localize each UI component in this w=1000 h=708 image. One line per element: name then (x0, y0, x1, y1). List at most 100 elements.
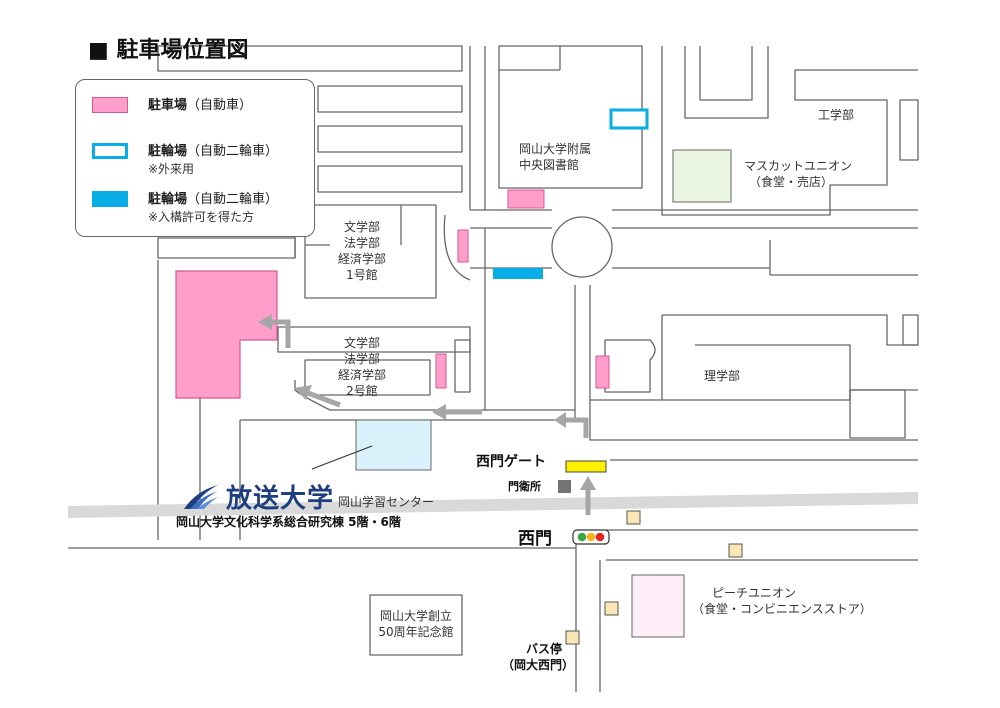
legend-swatch-parking (92, 97, 128, 113)
traffic-light-icon (572, 529, 610, 545)
car-parking-science (595, 355, 610, 389)
guard-house (558, 480, 571, 493)
legend-sub: （自動車） (187, 98, 253, 113)
label-library-line2: 中央図書館 (519, 158, 580, 172)
label-muscat-line2: （食堂・売店） (749, 175, 834, 189)
label-bus-stop-line2: （岡大西門） (502, 658, 575, 672)
hoso-wing-logo-icon (184, 484, 218, 509)
legend-name: 駐車場 (148, 98, 188, 113)
route-arrow-turn (565, 417, 589, 438)
route-arrow-heads (258, 314, 596, 490)
label-peach-line1: ピーチユニオン (712, 586, 797, 600)
road-center-vertical (484, 228, 591, 420)
label-library-line1: 岡山大学附属 (519, 142, 592, 156)
road-perimeter-top (68, 529, 918, 549)
bus-stop-marker-d (565, 630, 580, 645)
legend-item-car-parking: 駐車場（自動車） (92, 97, 252, 115)
legend-note: ※入構許可を得た方 (148, 210, 255, 224)
west-gate-bar (565, 460, 607, 473)
road-south (575, 530, 601, 692)
legend-note: ※外来用 (148, 162, 195, 176)
road-block-a (157, 45, 463, 72)
road-block-c (317, 125, 463, 153)
building-science-c (902, 314, 919, 346)
hoso-pointer-line (311, 445, 373, 470)
legend: 駐車場（自動車） 駐輪場（自動二輪車） ※外来用 駐輪場（自動二輪車） ※入構許… (75, 79, 315, 237)
label-bus-stop-line1: バス停 (525, 642, 562, 656)
route-arrows (270, 319, 591, 515)
road-block-e (157, 237, 296, 259)
road-perimeter-bottom (606, 559, 918, 561)
building-science (695, 344, 851, 400)
road-lower-right (590, 399, 918, 461)
car-parking-main (175, 270, 278, 399)
legend-swatch-bike-outline (92, 143, 128, 159)
route-arrow-diag (307, 390, 341, 408)
parking-loop-right (604, 339, 656, 393)
memorial-hall (369, 594, 463, 656)
legend-sub: （自動二輪車） (187, 192, 279, 207)
parking-loop-mid (454, 339, 471, 393)
hoso-building (355, 419, 432, 471)
label-peach-line2: （食堂・コンビニエンスストア） (692, 602, 872, 616)
car-parking-library (507, 189, 545, 209)
curve-left (443, 214, 471, 281)
sidewalk-band (68, 492, 918, 518)
label-bldg2-line2: 法学部 (343, 352, 380, 366)
label-muscat-line1: マスカットユニオン (744, 159, 853, 173)
road-right-upper (661, 46, 918, 216)
building-1 (304, 204, 437, 299)
label-bldg1-line1: 文学部 (343, 220, 380, 234)
bike-parking-permit (493, 268, 543, 279)
label-west-gate-main: 西門 (518, 529, 552, 549)
page-title: ■ 駐車場位置図 (88, 38, 249, 63)
building-1-div (305, 205, 402, 246)
library-inner (499, 46, 561, 71)
building-science-b (849, 389, 906, 439)
label-hoso-address: 岡山大学文化科学系総合研究棟 5階・6階 (176, 515, 401, 529)
label-bldg1-line2: 法学部 (343, 236, 380, 250)
building-top-right-inner (699, 46, 753, 101)
label-memorial-line2: 50周年記念館 (378, 625, 454, 639)
bus-stop-marker-a (626, 510, 641, 525)
label-guard-house: 門衛所 (508, 480, 541, 493)
car-parking-roundabout (457, 229, 469, 263)
label-engineering: 工学部 (818, 108, 855, 122)
road-center-v (469, 46, 486, 210)
legend-name: 駐輪場 (148, 192, 188, 207)
building-2 (304, 359, 431, 396)
legend-item-bike-permit: 駐輪場（自動二輪車） ※入構許可を得た方 (92, 191, 278, 225)
muscat-union-building (672, 149, 732, 203)
label-bldg2-line3: 経済学部 (337, 368, 386, 382)
legend-sub: （自動二輪車） (187, 144, 279, 159)
legend-swatch-bike-filled (92, 191, 128, 207)
road-science (661, 314, 918, 401)
label-bldg2-line4: 2号館 (346, 384, 378, 398)
road-block-b (317, 85, 463, 113)
peach-union-building (631, 574, 685, 638)
label-bldg1-line4: 1号館 (346, 268, 378, 282)
hoso-sub: 岡山学習センター (338, 495, 435, 509)
bus-stop-marker-c (604, 601, 619, 616)
road-outlines (68, 45, 919, 692)
label-west-gate: 西門ゲート (476, 454, 546, 470)
car-parking-center (435, 353, 447, 389)
hoso-logo-block: 放送大学 岡山学習センター (182, 478, 434, 515)
roundabout-inner (551, 216, 613, 278)
legend-item-bike-visitor: 駐輪場（自動二輪車） ※外来用 (92, 143, 278, 177)
bus-stop-marker-b (728, 543, 743, 558)
building-far-right (899, 99, 919, 161)
road-roundabout-arms (470, 209, 918, 229)
route-arrow-into-parking (270, 319, 291, 348)
road-right-mid (769, 240, 918, 276)
label-memorial-line1: 岡山大学創立 (379, 609, 452, 623)
legend-name: 駐輪場 (148, 144, 188, 159)
road-lower (240, 419, 918, 441)
library-outline (498, 45, 643, 189)
road-block-d (317, 165, 463, 193)
bike-parking-visitor (609, 108, 649, 130)
building-top-right (684, 46, 769, 119)
label-bldg1-line3: 経済学部 (337, 252, 386, 266)
label-science: 理学部 (704, 369, 741, 383)
